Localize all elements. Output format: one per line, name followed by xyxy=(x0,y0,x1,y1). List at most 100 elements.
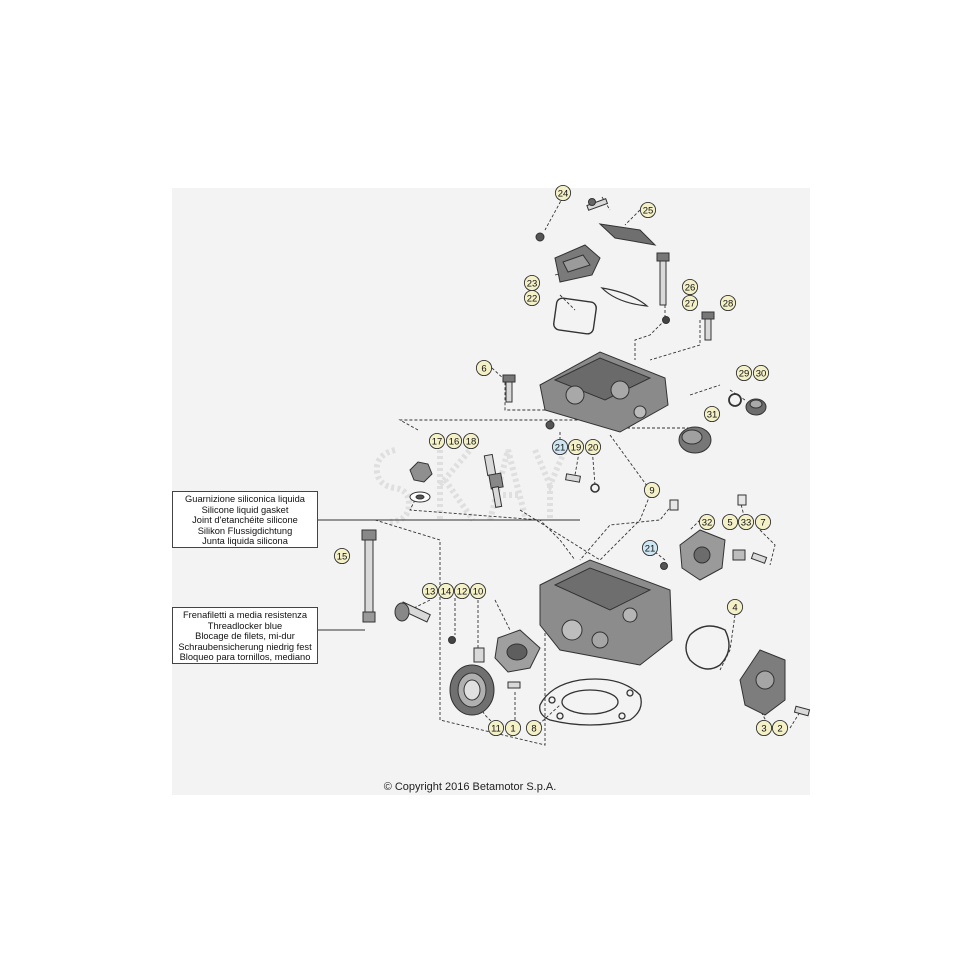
callout-number: 20 xyxy=(588,442,599,453)
callout-c19: 19 xyxy=(567,438,585,456)
callout-number: 26 xyxy=(685,282,696,293)
callout-circle xyxy=(567,438,585,456)
callout-circle xyxy=(737,513,755,531)
note-line: Blocage de filets, mi-dur xyxy=(195,631,295,642)
callout-circle xyxy=(462,432,480,450)
callout-circle xyxy=(719,294,737,312)
part-valve-cover-plate-25 xyxy=(598,223,657,246)
part-bolt-6 xyxy=(502,374,516,403)
callout-c2: 2 xyxy=(771,719,789,737)
part-fitting-33 xyxy=(732,549,746,561)
part-dowels-32 xyxy=(669,494,747,511)
callout-c27: 27 xyxy=(681,294,699,312)
part-bolt-1 xyxy=(507,681,521,689)
callout-circle xyxy=(428,432,446,450)
callout-c21b: 21 xyxy=(641,539,659,557)
callout-circle xyxy=(445,432,463,450)
callout-c10: 10 xyxy=(469,582,487,600)
callout-c20: 20 xyxy=(584,438,602,456)
callout-circle xyxy=(703,405,721,423)
note-line: Schraubensicherung niedrig fest xyxy=(178,641,312,652)
callout-c16: 16 xyxy=(445,432,463,450)
callout-number: 33 xyxy=(741,517,752,528)
part-spark-plug-18 xyxy=(483,453,504,508)
callout-c21a: 21 xyxy=(551,438,569,456)
callout-circle xyxy=(735,364,753,382)
callout-c26: 26 xyxy=(681,278,699,296)
callout-circle xyxy=(755,719,773,737)
callout-c32: 32 xyxy=(698,513,716,531)
callout-circle xyxy=(421,582,439,600)
note-pointers xyxy=(318,519,580,631)
part-cap-31 xyxy=(678,426,712,454)
callout-circle xyxy=(504,719,522,737)
part-bolt-28 xyxy=(701,311,715,341)
callout-number: 8 xyxy=(531,723,536,734)
part-dowel-21b xyxy=(660,562,668,570)
callout-number: 17 xyxy=(432,436,443,447)
callout-c9: 9 xyxy=(643,481,661,499)
callout-number: 15 xyxy=(337,551,348,562)
callout-c18: 18 xyxy=(462,432,480,450)
callout-c23: 23 xyxy=(523,274,541,292)
part-washer-29 xyxy=(728,393,742,407)
part-washer-20 xyxy=(590,483,600,493)
callout-c6: 6 xyxy=(475,359,493,377)
callout-circle xyxy=(754,513,772,531)
part-push-rod-15 xyxy=(361,529,377,623)
callout-number: 27 xyxy=(685,298,696,309)
callout-c13: 13 xyxy=(421,582,439,600)
part-long-bolt-26 xyxy=(656,252,670,324)
part-valve-13 xyxy=(394,601,431,623)
callout-circle xyxy=(487,719,505,737)
part-bolt-12 xyxy=(473,647,485,663)
part-nut-14 xyxy=(448,636,456,644)
callout-number: 28 xyxy=(723,298,734,309)
callout-circle xyxy=(475,359,493,377)
callout-circle xyxy=(681,294,699,312)
part-dowel-21a xyxy=(545,420,555,430)
callout-number: 32 xyxy=(702,517,713,528)
part-oring-strip xyxy=(600,287,649,307)
callout-c25: 25 xyxy=(639,201,657,219)
note-line: Threadlocker blue xyxy=(207,620,283,631)
note-line: Silicone liquid gasket xyxy=(201,504,289,515)
callout-c11: 11 xyxy=(487,719,505,737)
callout-number: 22 xyxy=(527,293,538,304)
callout-number: 9 xyxy=(649,485,654,496)
callout-circle xyxy=(639,201,657,219)
callout-number: 5 xyxy=(727,517,732,528)
callout-number: 11 xyxy=(491,723,501,734)
part-intake-boot-11 xyxy=(449,664,495,716)
callout-circle xyxy=(584,438,602,456)
part-bolt-2 xyxy=(793,705,811,717)
note-line: Joint d'etanchéite silicone xyxy=(192,515,298,526)
callout-c14: 14 xyxy=(437,582,455,600)
callout-number: 23 xyxy=(527,278,538,289)
part-cylinder-head xyxy=(539,559,673,666)
note-line: Guarnizione siliconica liquida xyxy=(185,494,305,504)
callout-number: 7 xyxy=(760,517,765,528)
callout-c28: 28 xyxy=(719,294,737,312)
part-plug-30 xyxy=(745,398,767,416)
note-line: Junta liquida silicona xyxy=(202,536,288,547)
callout-number: 14 xyxy=(441,586,452,597)
callout-circle xyxy=(752,364,770,382)
callout-c8: 8 xyxy=(525,719,543,737)
note-threadlocker: Frenafiletti a media resistenza Threadlo… xyxy=(172,607,318,664)
callout-number: 19 xyxy=(571,442,582,453)
callout-c7: 7 xyxy=(754,513,772,531)
callout-circle xyxy=(726,598,744,616)
callout-circle xyxy=(681,278,699,296)
callout-number: 12 xyxy=(457,586,468,597)
callout-number: 24 xyxy=(558,188,569,199)
part-bolt-19 xyxy=(565,473,581,483)
callout-circle xyxy=(333,547,351,565)
callout-number: 16 xyxy=(449,436,460,447)
callout-c31: 31 xyxy=(703,405,721,423)
part-camshaft-housing-9 xyxy=(539,351,669,433)
callout-circle xyxy=(551,438,569,456)
callout-c29: 29 xyxy=(735,364,753,382)
note-line: Frenafiletti a media resistenza xyxy=(182,610,307,620)
callout-c1: 1 xyxy=(504,719,522,737)
